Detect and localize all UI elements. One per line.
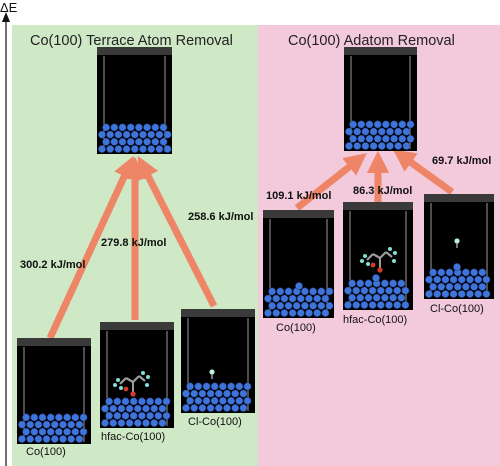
cell-right-co100	[263, 210, 334, 318]
cell-right-product	[344, 47, 417, 151]
energy-right-cl: 69.7 kJ/mol	[432, 155, 492, 167]
label-left-co100: Co(100)	[26, 446, 66, 458]
delta-e-axis-label: ΔE	[0, 0, 18, 15]
arrow-left-cl	[137, 156, 218, 308]
cell-left-co100	[17, 338, 91, 444]
adatom-removal-title: Co(100) Adatom Removal	[288, 33, 455, 49]
label-left-hfac: hfac-Co(100)	[101, 431, 166, 443]
label-right-hfac: hfac-Co(100)	[343, 314, 408, 326]
cell-left-product	[97, 47, 172, 154]
arrow-left-co100	[46, 155, 135, 340]
cell-left-cl	[181, 309, 255, 413]
cell-right-hfac	[343, 202, 413, 310]
energy-axis	[2, 12, 10, 466]
supercells	[17, 47, 494, 444]
arrow-right-co100	[294, 153, 367, 211]
label-left-cl: Cl-Co(100)	[188, 416, 242, 428]
arrow-right-cl	[392, 149, 455, 195]
label-right-co100: Co(100)	[276, 322, 316, 334]
energy-left-hfac: 279.8 kJ/mol	[101, 237, 167, 249]
energy-right-co100: 109.1 kJ/mol	[266, 190, 332, 202]
energy-left-co100: 300.2 kJ/mol	[20, 259, 86, 271]
energy-right-hfac: 86.3 kJ/mol	[353, 185, 413, 197]
cell-right-cl	[424, 194, 494, 299]
label-right-cl: Cl-Co(100)	[430, 303, 484, 315]
cell-left-hfac	[100, 322, 174, 428]
terrace-removal-title: Co(100) Terrace Atom Removal	[30, 33, 233, 49]
energy-left-cl: 258.6 kJ/mol	[188, 211, 254, 223]
reaction-arrows	[46, 149, 455, 340]
